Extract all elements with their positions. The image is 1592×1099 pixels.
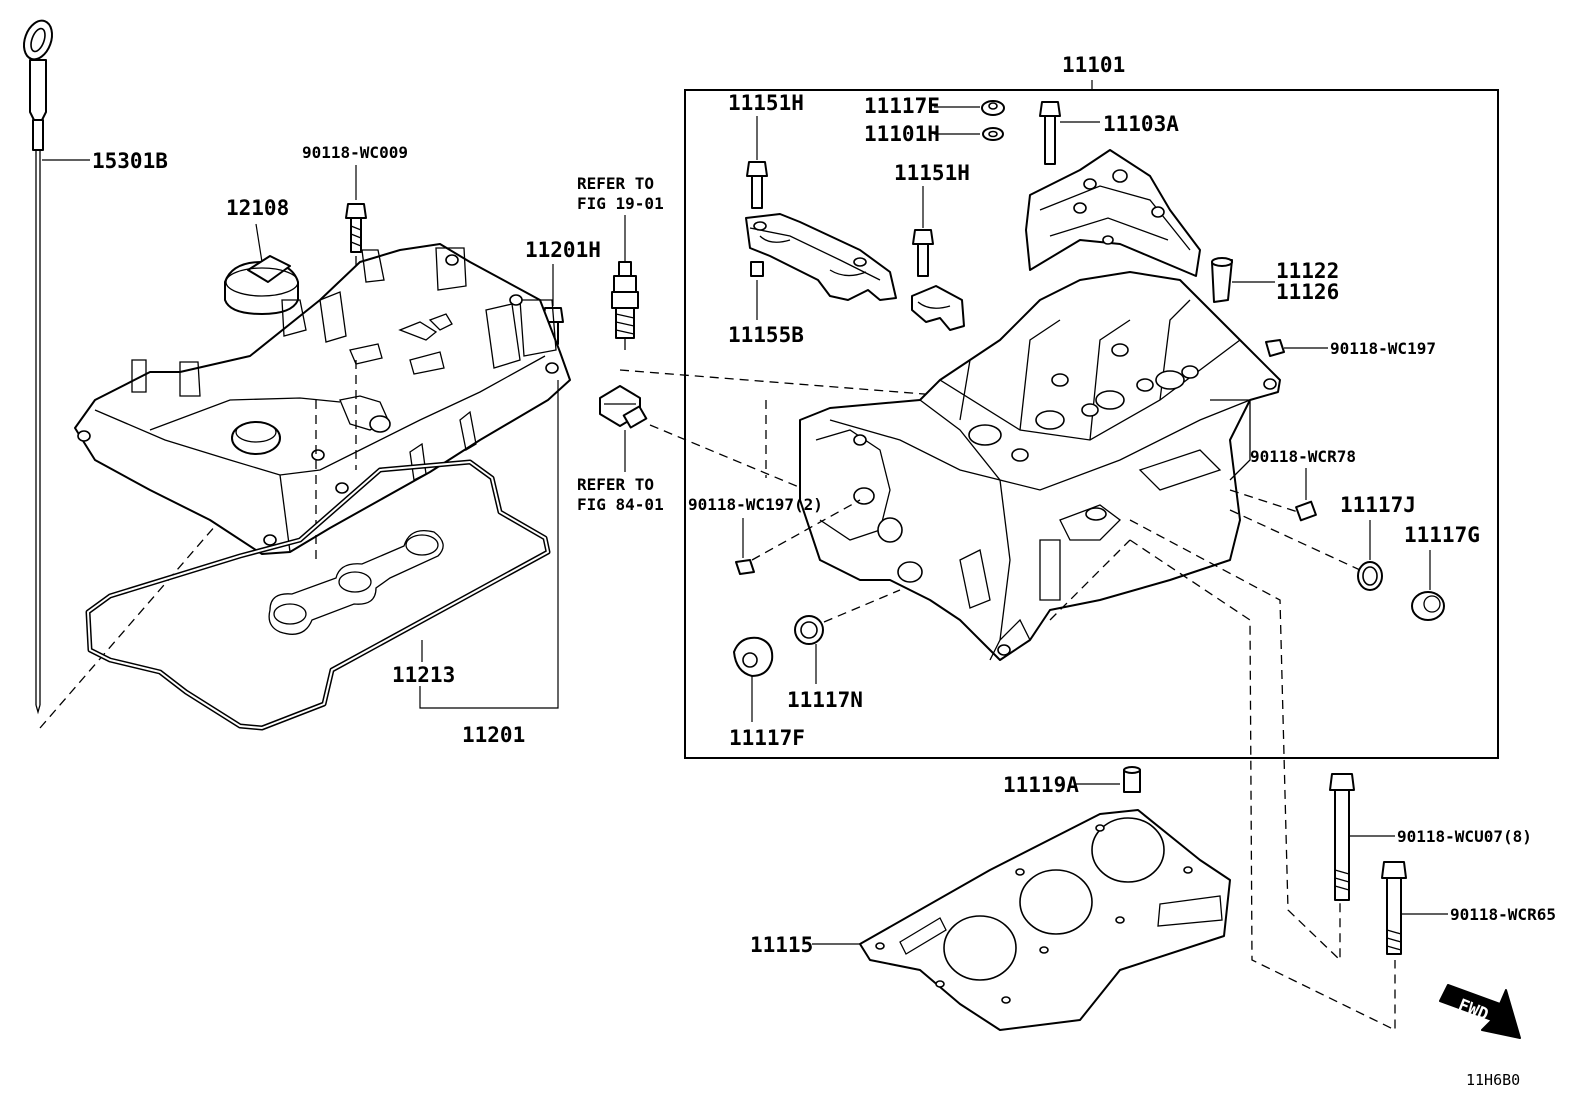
label-11117F: 11117F (729, 726, 805, 750)
label-15301B: 15301B (92, 149, 168, 173)
label-11213: 11213 (392, 663, 455, 687)
sensor-sender[interactable] (599, 385, 648, 429)
label-refer-to-2: REFER TO (577, 475, 654, 494)
oil-filler-cap[interactable] (224, 255, 299, 315)
label-90118-WCR78: 90118-WCR78 (1250, 447, 1356, 466)
label-11201: 11201 (462, 723, 525, 747)
washer-11101H[interactable] (982, 127, 1004, 141)
forward-direction-arrow: FWD (1439, 984, 1521, 1039)
label-11117N: 11117N (787, 688, 863, 712)
label-fig-84-01: FIG 84-01 (577, 495, 664, 514)
camshaft-bearing-cap[interactable] (745, 213, 897, 301)
label-90118-WC197: 90118-WC197 (1330, 339, 1436, 358)
seal-11117E[interactable] (981, 100, 1005, 116)
valve-guide-11122[interactable] (1211, 257, 1233, 303)
label-11115: 11115 (750, 933, 813, 957)
o-ring-11117J[interactable] (1357, 561, 1383, 591)
bolt-11151H-left[interactable] (746, 161, 768, 209)
cylinder-head-assembly-frame (684, 89, 1499, 759)
spark-plug[interactable] (611, 261, 639, 350)
dowel-11119A[interactable] (1123, 766, 1141, 793)
label-11117E: 11117E (864, 94, 940, 118)
label-90118-WCU07-8: 90118-WCU07(8) (1397, 827, 1532, 846)
label-11101H: 11101H (864, 122, 940, 146)
oil-dipstick[interactable] (19, 17, 57, 715)
stud-90118-WCR78[interactable] (1295, 500, 1317, 522)
cylinder-head-gasket[interactable] (859, 809, 1231, 1031)
label-11103A: 11103A (1103, 112, 1179, 136)
plug-90118-WC197[interactable] (1265, 339, 1285, 357)
bolt-90118-WC009[interactable] (345, 203, 367, 253)
bolt-90118-WCR65[interactable] (1381, 861, 1407, 955)
label-11122: 11122 (1276, 259, 1339, 283)
label-11201H: 11201H (525, 238, 601, 262)
head-cover-gasket[interactable] (85, 459, 551, 731)
plug-11117G[interactable] (1411, 591, 1445, 621)
bolt-11151H-right[interactable] (912, 229, 934, 277)
label-11151H-right: 11151H (894, 161, 970, 185)
label-11119A: 11119A (1003, 773, 1079, 797)
plug-90118-WC197-x2[interactable] (735, 559, 755, 575)
label-90118-WCR65: 90118-WCR65 (1450, 905, 1556, 924)
bearing-cap-small[interactable] (911, 285, 965, 331)
label-refer-to-1: REFER TO (577, 174, 654, 193)
label-11117J: 11117J (1340, 493, 1416, 517)
label-fig-19-01: FIG 19-01 (577, 194, 664, 213)
label-11155B: 11155B (728, 323, 804, 347)
bolt-90118-WCU07[interactable] (1329, 773, 1355, 901)
diagram-code: 11H6B0 (1466, 1071, 1520, 1089)
label-11126: 11126 (1276, 280, 1339, 304)
bolt-11103A[interactable] (1039, 101, 1061, 165)
o-ring-11117N[interactable] (794, 615, 824, 645)
plug-11117F[interactable] (733, 636, 774, 677)
label-11151H-left: 11151H (728, 91, 804, 115)
label-11117G: 11117G (1404, 523, 1480, 547)
label-12108: 12108 (226, 196, 289, 220)
label-90118-WC197-2: 90118-WC197(2) (688, 495, 823, 514)
label-11101-assembly: 11101 (1062, 53, 1125, 77)
cylinder-head-cover[interactable] (74, 243, 571, 555)
dowel-pin-11155B[interactable] (750, 261, 764, 277)
camshaft-housing-cover[interactable] (1025, 149, 1201, 277)
label-90118-WC009: 90118-WC009 (302, 143, 408, 162)
